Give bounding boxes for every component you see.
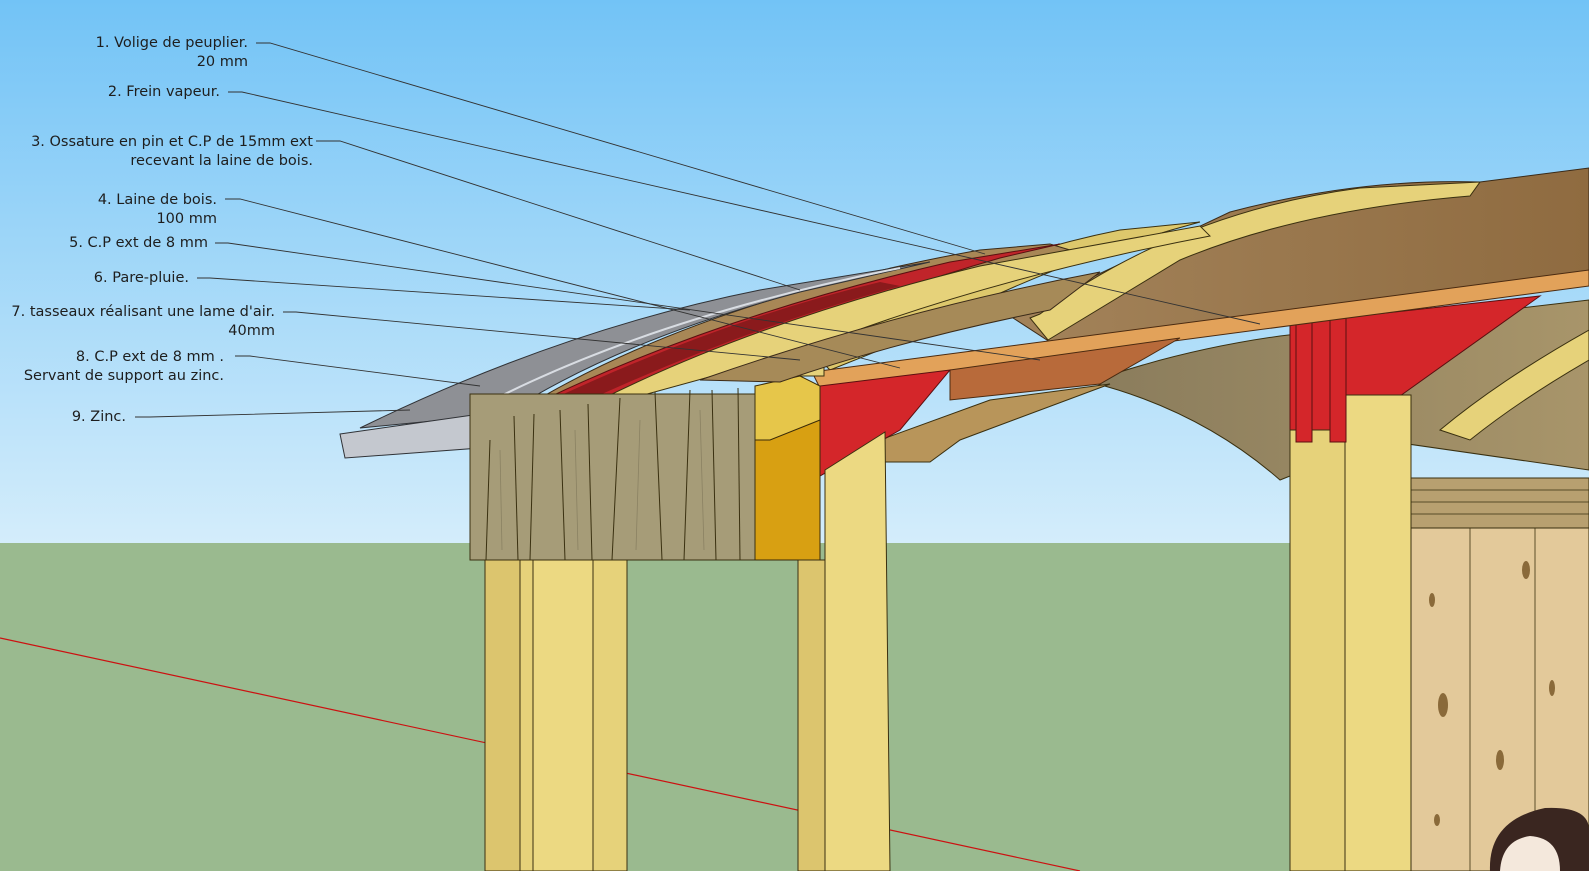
leader-lines xyxy=(135,42,1261,418)
post-front-a xyxy=(484,559,524,871)
callout-1-line-2: 20 mm xyxy=(196,54,248,70)
callout-3-line-2: recevant la laine de bois. xyxy=(130,153,313,169)
post-right-a xyxy=(1289,429,1351,871)
callout-7-tasseaux: 7. tasseaux réalisant une lame d'air. 40… xyxy=(11,303,275,341)
callout-3-line-1: 3. Ossature en pin et C.P de 15mm ext xyxy=(31,134,313,150)
callout-6-line-1: 6. Pare-pluie. xyxy=(93,270,189,286)
callout-8-cp-support-zinc: 8. C.P ext de 8 mm . Servant de support … xyxy=(24,348,224,386)
layer-laine-de-bois xyxy=(599,225,1212,401)
horizontal-battens xyxy=(1399,477,1589,529)
roof-volige-surface xyxy=(1008,167,1589,343)
post-middle-a xyxy=(797,559,829,871)
layer-zinc-surface xyxy=(359,261,931,429)
callout-6-pare-pluie: 6. Pare-pluie. xyxy=(94,269,189,288)
callout-1-volige: 1. Volige de peuplier. 20 mm xyxy=(96,34,248,72)
callout-9-line-1: 9. Zinc. xyxy=(71,409,126,425)
callout-7-line-2: 40mm xyxy=(228,323,275,339)
callout-8-line-2: Servant de support au zinc. xyxy=(23,368,224,384)
post-right-b xyxy=(1344,394,1412,871)
post-middle-b xyxy=(824,431,891,871)
callout-4-line-1: 4. Laine de bois. xyxy=(97,192,217,208)
callout-2-frein-vapeur: 2. Frein vapeur. xyxy=(108,83,220,102)
layer-cp-ext xyxy=(699,271,1101,383)
curved-rafter-top xyxy=(1029,181,1482,341)
callout-7-line-1: 7. tasseaux réalisant une lame d'air. xyxy=(11,304,275,320)
callout-3-ossature: 3. Ossature en pin et C.P de 15mm ext re… xyxy=(31,133,313,171)
callout-4-line-2: 100 mm xyxy=(156,211,217,227)
callout-2-line-1: 2. Frein vapeur. xyxy=(107,84,220,100)
callout-5-cp-ext: 5. C.P ext de 8 mm xyxy=(69,234,208,253)
arch-rafter-lower xyxy=(1438,329,1589,441)
post-front-d xyxy=(592,559,628,871)
post-front-c xyxy=(532,559,596,871)
callout-9-zinc: 9. Zinc. xyxy=(72,408,126,427)
top-plate-beam xyxy=(811,269,1589,389)
callout-1-line-1: 1. Volige de peuplier. xyxy=(95,35,248,51)
callout-8-line-1: 8. C.P ext de 8 mm . xyxy=(75,349,224,365)
callout-5-line-1: 5. C.P ext de 8 mm xyxy=(69,235,208,251)
callout-4-laine-de-bois: 4. Laine de bois. 100 mm xyxy=(98,191,217,229)
